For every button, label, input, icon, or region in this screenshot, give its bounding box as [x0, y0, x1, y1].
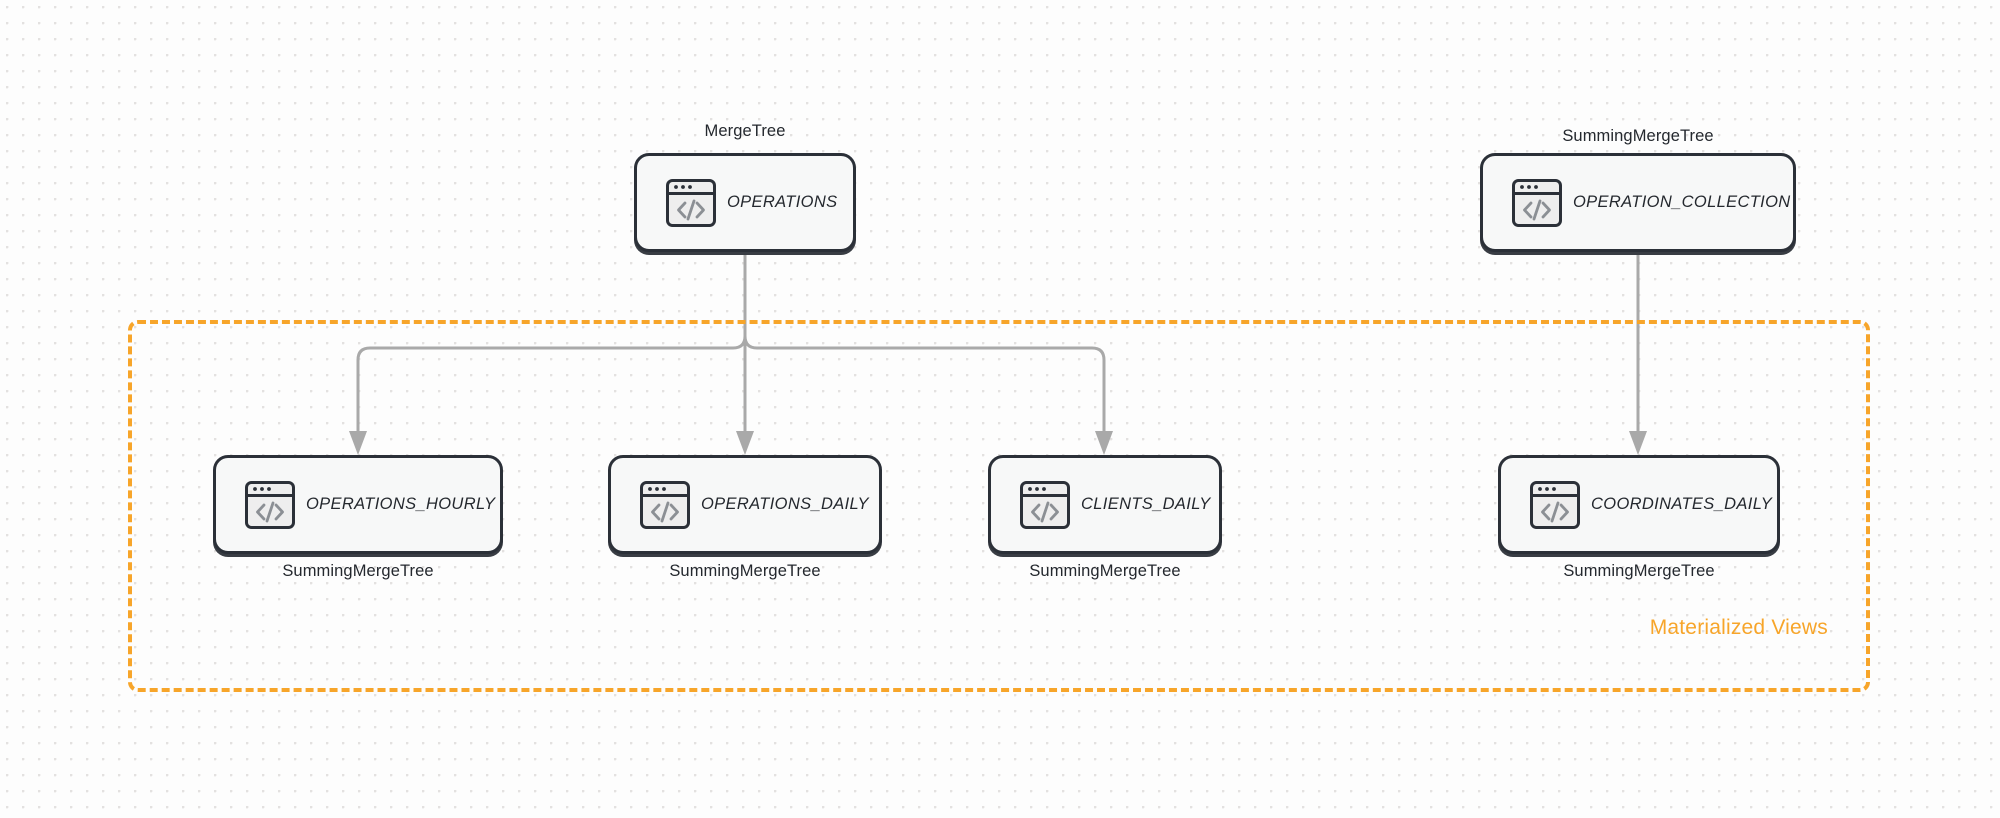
node-operations[interactable]: OPERATIONS — [634, 153, 856, 252]
node-caption-coordinates-daily: SummingMergeTree — [1563, 562, 1715, 580]
node-caption-clients-daily: SummingMergeTree — [1029, 562, 1181, 580]
node-label-operations-daily: OPERATIONS_DAILY — [701, 495, 869, 513]
node-label-operations: OPERATIONS — [727, 193, 838, 211]
node-caption-operations-daily: SummingMergeTree — [669, 562, 821, 580]
code-window-icon — [665, 178, 717, 228]
code-window-icon — [639, 480, 691, 530]
node-label-coordinates-daily: COORDINATES_DAILY — [1591, 495, 1773, 513]
node-coordinates-daily[interactable]: COORDINATES_DAILY — [1498, 455, 1780, 554]
node-label-clients-daily: CLIENTS_DAILY — [1081, 495, 1211, 513]
code-window-icon — [244, 480, 296, 530]
node-operation-collection[interactable]: OPERATION_COLLECTION — [1480, 153, 1796, 252]
node-label-operation-collection: OPERATION_COLLECTION — [1573, 193, 1791, 211]
materialized-views-group-label: Materialized Views — [1649, 616, 1828, 639]
node-caption-operations: MergeTree — [704, 122, 786, 140]
node-caption-operation-collection: SummingMergeTree — [1562, 127, 1714, 145]
code-window-icon — [1019, 480, 1071, 530]
code-window-icon — [1511, 178, 1563, 228]
code-window-icon — [1529, 480, 1581, 530]
node-operations-hourly[interactable]: OPERATIONS_HOURLY — [213, 455, 503, 554]
node-operations-daily[interactable]: OPERATIONS_DAILY — [608, 455, 882, 554]
materialized-views-group: Materialized Views — [128, 320, 1870, 692]
node-caption-operations-hourly: SummingMergeTree — [282, 562, 434, 580]
node-clients-daily[interactable]: CLIENTS_DAILY — [988, 455, 1222, 554]
node-label-operations-hourly: OPERATIONS_HOURLY — [306, 495, 496, 513]
